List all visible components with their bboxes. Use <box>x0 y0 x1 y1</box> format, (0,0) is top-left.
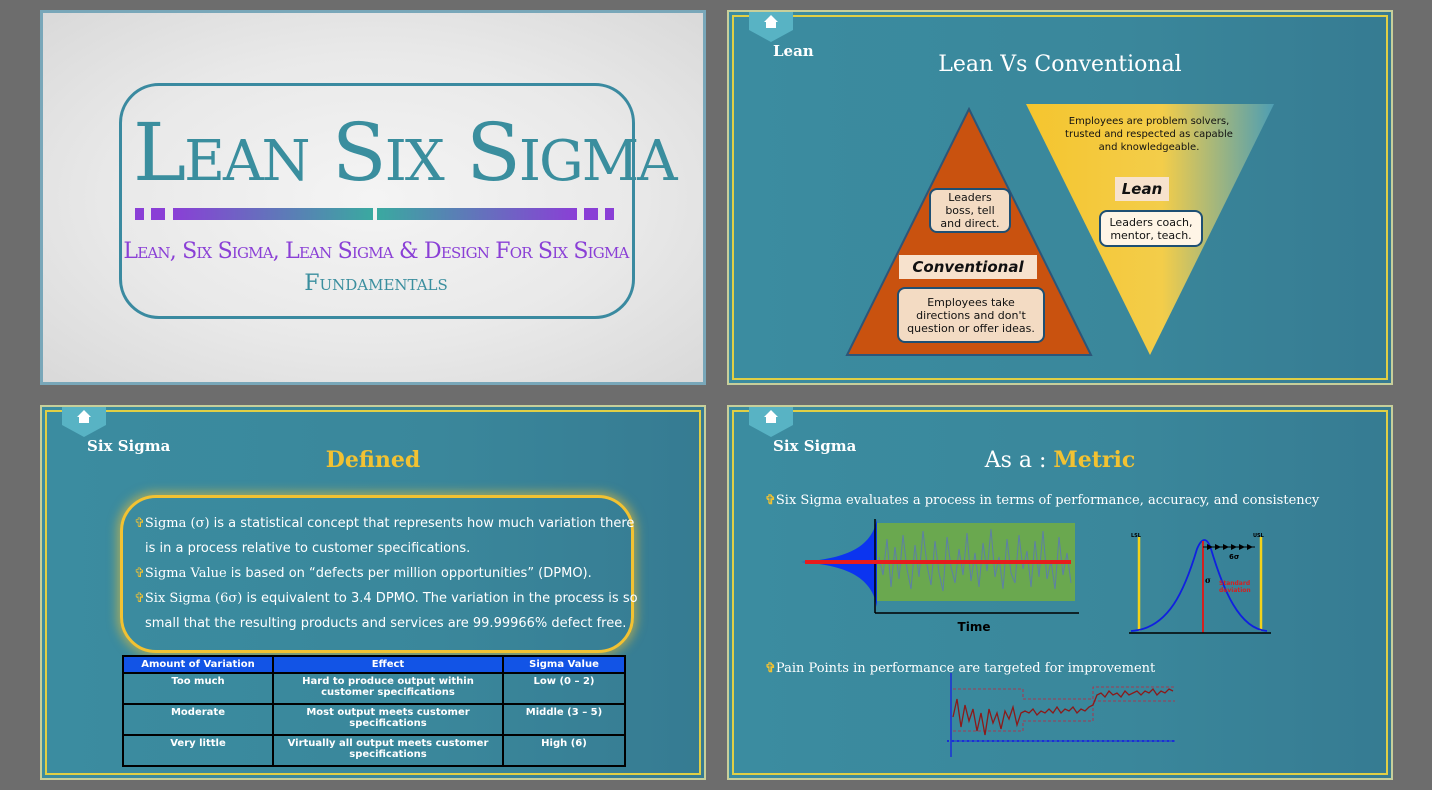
bullet-six-sigma: ✞Six Sigma (6σ) is equivalent to 3.4 DPM… <box>134 591 638 606</box>
home-icon[interactable] <box>749 405 793 437</box>
lsl-label: LSL <box>1131 533 1142 539</box>
table-cell: Low (0 – 2) <box>502 672 626 705</box>
bar-gradient-right <box>377 208 577 220</box>
table-cell: Virtually all output meets customer spec… <box>272 734 504 767</box>
table-cell: Very little <box>122 734 274 767</box>
slide-six-sigma-metric[interactable]: Six Sigma As a : Metric ✞Six Sigma evalu… <box>727 405 1393 780</box>
slide-title: Lean Vs Conventional <box>938 52 1182 77</box>
definition-bullets: ✞Sigma (σ) is a statistical concept that… <box>134 511 638 636</box>
bar-square <box>151 208 165 220</box>
section-label: Six Sigma <box>773 437 857 455</box>
process-signal-line <box>878 528 1072 592</box>
slide-lean-vs-conventional[interactable]: Lean Lean Vs Conventional Leaders boss, … <box>727 10 1393 385</box>
title-prefix: As a : <box>984 448 1054 473</box>
table-cell: Too much <box>122 672 274 705</box>
control-chart <box>947 673 1175 757</box>
sigma-table: Amount of Variation Effect Sigma Value T… <box>122 655 626 767</box>
metric-bullet-2: ✞Pain Points in performance are targeted… <box>765 661 1156 676</box>
lean-bottom-callout: Leaders coach, mentor, teach. <box>1099 210 1203 247</box>
table-cell: Hard to produce output within customer s… <box>272 672 504 705</box>
normal-distribution-chart: LSL USL 6σ σ Standard deviation <box>1129 533 1271 634</box>
slide-title: Defined <box>325 447 421 473</box>
section-label: Lean <box>773 42 814 60</box>
subtitle-line2: Fundamentals <box>304 271 448 296</box>
lean-top-text: Employees are problem solvers, trusted a… <box>1065 116 1233 153</box>
cross-bullet-icon: ✞ <box>134 591 145 606</box>
metric-bullet-1: ✞Six Sigma evaluates a process in terms … <box>765 493 1320 508</box>
sigma-label: σ <box>1205 575 1211 585</box>
conventional-bottom-callout: Employees take directions and don't ques… <box>897 287 1045 343</box>
cross-bullet-icon: ✞ <box>134 516 145 531</box>
bar-square <box>135 208 144 220</box>
section-label: Six Sigma <box>87 437 171 455</box>
bullet-six-sigma-cont: small that the resulting products and se… <box>145 616 627 631</box>
main-title: Lean Six Sigma <box>133 113 678 193</box>
lean-banner: Lean <box>1115 177 1169 201</box>
std-dev-label: deviation <box>1219 587 1251 594</box>
table-cell: Moderate <box>122 703 274 736</box>
cross-bullet-icon: ✞ <box>765 661 776 676</box>
table-cell: High (6) <box>502 734 626 767</box>
slide-title-lean-six-sigma[interactable]: Lean Six Sigma Lean, Six Sigma, Lean Sig… <box>40 10 706 385</box>
table-row: Moderate Most output meets customer spec… <box>122 703 626 736</box>
title-accent: Metric <box>1053 447 1136 473</box>
table-header: Effect <box>272 655 504 674</box>
home-icon[interactable] <box>749 10 793 42</box>
bar-gradient-left <box>173 208 373 220</box>
definition-box <box>120 495 634 653</box>
control-signal-line <box>952 687 1174 736</box>
bar-square <box>605 208 614 220</box>
six-sigma-label: 6σ <box>1229 553 1240 561</box>
home-icon[interactable] <box>62 405 106 437</box>
table-row: Very little Virtually all output meets c… <box>122 734 626 767</box>
conventional-top-callout: Leaders boss, tell and direct. <box>929 188 1011 233</box>
bell-curve <box>1130 539 1268 632</box>
title-frame <box>119 83 635 319</box>
conventional-banner: Conventional <box>899 255 1037 279</box>
cross-bullet-icon: ✞ <box>134 566 145 581</box>
table-header: Sigma Value <box>502 655 626 674</box>
title-word-lean: Lean <box>133 106 310 199</box>
std-dev-label: Standard <box>1219 580 1250 587</box>
bar-square <box>584 208 598 220</box>
table-header: Amount of Variation <box>122 655 274 674</box>
title-word-six: Six <box>331 106 445 199</box>
bullet-sigma-value: ✞Sigma Value is based on “defects per mi… <box>134 566 592 581</box>
process-variation-chart: Time <box>801 519 1079 634</box>
subtitle-line1: Lean, Six Sigma, Lean Sigma & Design For… <box>123 239 629 264</box>
usl-label: USL <box>1253 533 1265 539</box>
table-row: Too much Hard to produce output within c… <box>122 672 626 705</box>
slide-title: As a : Metric <box>729 447 1391 473</box>
bullet-sigma-cont: is in a process relative to customer spe… <box>145 541 471 556</box>
bullet-sigma: ✞Sigma (σ) is a statistical concept that… <box>134 516 635 531</box>
title-word-sigma: Sigma <box>466 106 677 199</box>
time-axis-label: Time <box>958 620 991 634</box>
table-cell: Most output meets customer specification… <box>272 703 504 736</box>
decorative-bar-row <box>135 208 615 220</box>
cross-bullet-icon: ✞ <box>765 493 776 508</box>
table-cell: Middle (3 – 5) <box>502 703 626 736</box>
slide-six-sigma-defined[interactable]: Six Sigma Defined ✞Sigma (σ) is a statis… <box>40 405 706 780</box>
